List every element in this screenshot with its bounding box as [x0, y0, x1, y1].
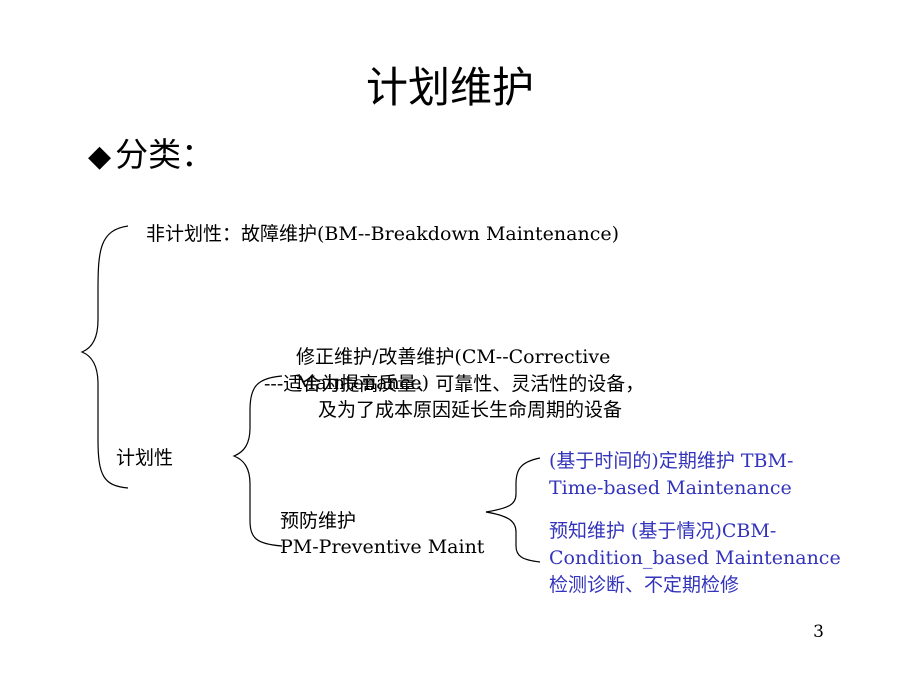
planned-brace: [232, 375, 283, 547]
page-number: 3: [813, 622, 824, 642]
corrective-note-line1: ---适合为提高质量、可靠性、灵活性的设备，: [264, 373, 645, 395]
bullet-heading: ◆分类：: [88, 133, 214, 179]
preventive-label-line2: PM-Preventive Maint: [280, 536, 485, 558]
cbm-label-line1: 预知维护 (基于情况)CBM-: [549, 520, 777, 542]
cbm-label-line2: Condition_based Maintenance: [549, 547, 841, 569]
bullet-text: 分类：: [115, 135, 215, 174]
main-brace: [80, 225, 129, 489]
preventive-label-line1: 预防维护: [280, 510, 357, 532]
slide-title: 计划维护: [365, 63, 534, 112]
corrective-label-line2: Maintenance): [296, 372, 430, 394]
planned-label: 计划性: [116, 447, 174, 469]
cbm-label-line3: 检测诊断、不定期检修: [549, 574, 740, 596]
corrective-note-line2: 及为了成本原因延长生命周期的设备: [318, 399, 623, 421]
tbm-label-line2: Time-based Maintenance: [549, 477, 792, 499]
diamond-bullet-icon: ◆: [88, 139, 112, 174]
tbm-label-line1: (基于时间的)定期维护 TBM-: [549, 450, 794, 472]
corrective-label-line1: 修正维护/改善维护(CM--Corrective: [296, 346, 611, 368]
unplanned-label: 非计划性：故障维护(BM--Breakdown Maintenance): [146, 223, 620, 245]
preventive-brace: [485, 457, 541, 563]
